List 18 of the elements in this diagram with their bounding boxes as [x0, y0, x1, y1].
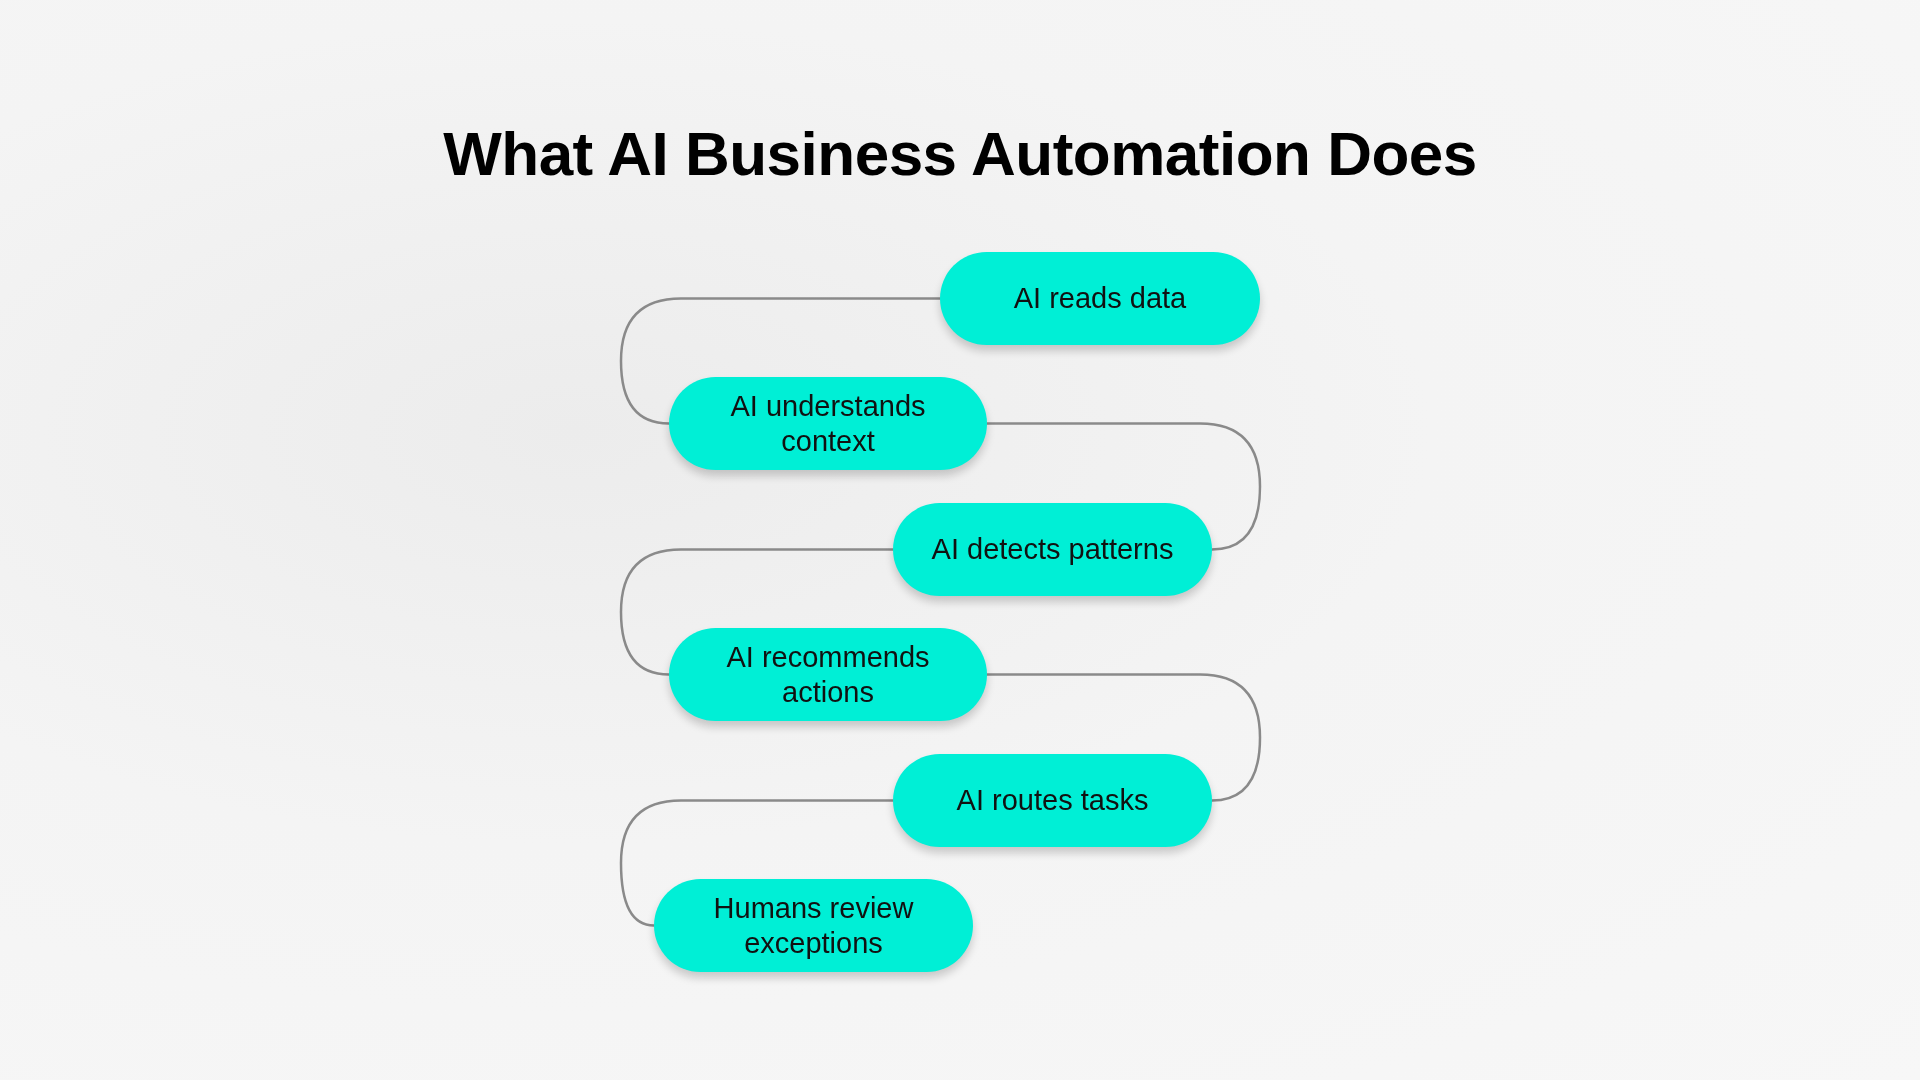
step-pill	[669, 377, 987, 470]
step-label: AI understands context	[729, 388, 927, 459]
connector-line	[619, 297, 940, 425]
step-pill	[669, 628, 987, 721]
step-pill	[893, 503, 1212, 596]
step-pill	[893, 754, 1212, 847]
title: What AI Business Automation Does	[442, 118, 1478, 189]
step-label: AI recommends actions	[725, 639, 931, 710]
step-label: Humans review exceptions	[712, 890, 915, 961]
connector-line	[987, 422, 1262, 551]
connector-line	[619, 799, 893, 927]
step-label: AI detects patterns	[931, 532, 1174, 567]
connector-line	[987, 673, 1262, 802]
step-pill	[940, 252, 1260, 345]
step-label: AI routes tasks	[956, 783, 1149, 818]
step-label: AI reads data	[1013, 281, 1187, 316]
connector-line	[619, 548, 893, 676]
step-pill	[654, 879, 973, 972]
